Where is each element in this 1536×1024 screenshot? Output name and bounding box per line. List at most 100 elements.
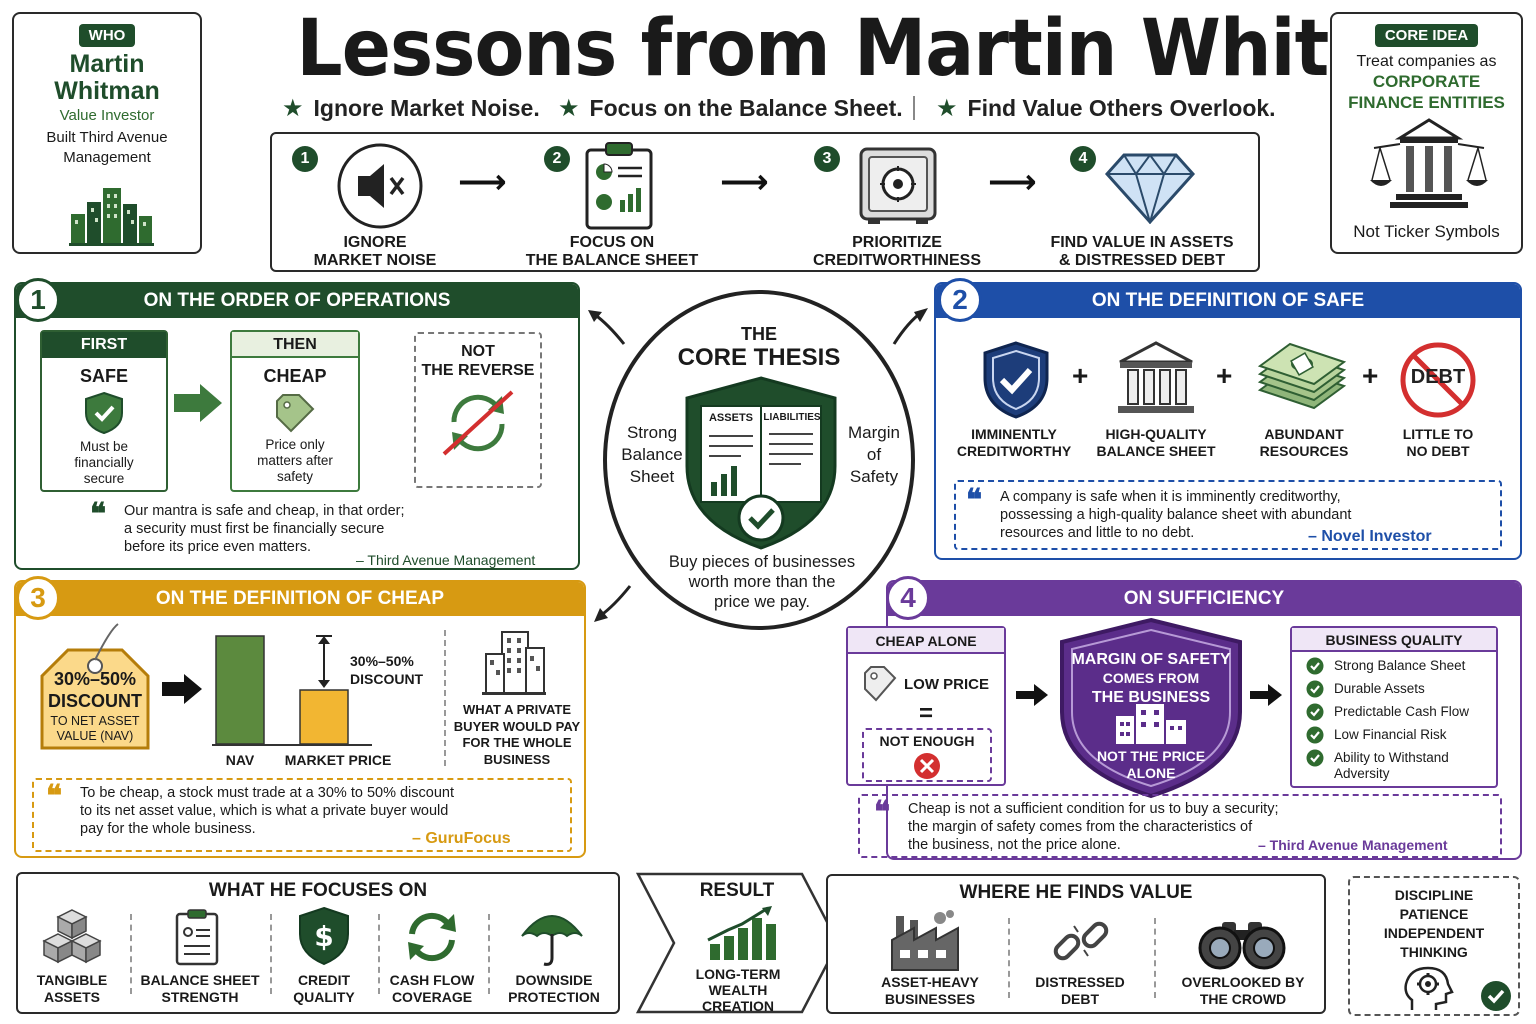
star-icon: ★ — [282, 95, 304, 122]
arrow-right-icon — [1016, 684, 1048, 706]
page-title: Lessons from Martin Whitman — [296, 4, 1502, 94]
bank-building-icon — [1118, 341, 1194, 413]
focuses-title: WHAT HE FOCUSES ON — [208, 880, 428, 901]
section-2-quote: A company is safe when it is imminently … — [1000, 489, 1352, 541]
section-order-of-operations: ON THE ORDER OF OPERATIONS FIRST SAFE Mu… — [14, 282, 580, 570]
who-desc: Built Third Avenue Management — [46, 129, 168, 166]
section-1-quote: Our mantra is safe and cheap, in that or… — [124, 503, 405, 555]
discount-tag-text: 30%–50% DISCOUNT — [48, 669, 142, 711]
section-2-quote-box — [954, 480, 1502, 550]
result-title: RESULT — [699, 880, 775, 901]
core-idea-card: CORE IDEA Treat companies as CORPORATE F… — [1330, 12, 1523, 254]
core-thesis-title: CORE THESIS — [677, 344, 841, 371]
section-3-quote-box — [32, 778, 572, 852]
core-idea-footer: Not Ticker Symbols — [1353, 222, 1500, 241]
quality-list-item: Low Financial Risk — [1306, 726, 1496, 744]
step-number-1: 1 — [292, 146, 318, 172]
core-thesis-the: THE — [741, 324, 777, 344]
star-icon: ★ — [558, 95, 580, 122]
safe-icon — [859, 147, 937, 224]
section-1-source: – Third Avenue Management — [356, 552, 536, 568]
money-stack-icon — [1257, 342, 1347, 410]
safe-item-4: LITTLE TO NO DEBT — [1402, 426, 1474, 459]
who-badge: WHO — [78, 24, 136, 47]
safe-item-3: ABUNDANT RESOURCES — [1259, 426, 1349, 459]
section-2-title: ON THE DEFINITION OF SAFE — [936, 284, 1520, 318]
bar-label-market-price: MARKET PRICE — [284, 752, 392, 768]
then-cheap-card: THEN CHEAP Price only matters after safe… — [230, 330, 360, 492]
arrow-right-icon: ⟶ — [458, 163, 507, 201]
discipline-text: DISCIPLINE PATIENCE INDEPENDENT THINKING — [1383, 887, 1485, 960]
finds-title: WHERE HE FINDS VALUE — [959, 882, 1193, 903]
who-name: Martin Whitman — [54, 50, 160, 105]
debt-word: DEBT — [1410, 366, 1466, 388]
safe-item-2: HIGH-QUALITY BALANCE SHEET — [1096, 426, 1216, 459]
quote-icon: ❝ — [90, 497, 107, 532]
result-text: LONG-TERM WEALTH CREATION — [695, 966, 781, 1014]
private-buyer-label: WHAT A PRIVATE BUYER WOULD PAY FOR THE W… — [453, 702, 581, 767]
shield-dollar-icon: $ — [299, 906, 349, 966]
check-circle-icon — [1306, 749, 1324, 767]
tagline-1: ★Ignore Market Noise. — [282, 95, 540, 122]
core-thesis-statement: Buy pieces of businesses worth more than… — [668, 553, 856, 611]
core-thesis-right-label: Margin of Safety — [848, 423, 900, 486]
tagline-divider — [913, 96, 915, 120]
city-buildings-icon — [69, 188, 154, 246]
check-circle-icon — [1306, 680, 1324, 698]
nav-vs-market-price-bars — [212, 635, 372, 746]
bar-market-price — [299, 689, 349, 745]
bar-label-nav: NAV — [225, 752, 255, 768]
who-role: Value Investor — [59, 107, 155, 124]
plus-sign: + — [1216, 360, 1233, 391]
ledger-liabilities-label: LIABILITIES — [763, 412, 821, 423]
shield-check-icon — [983, 341, 1049, 419]
equals-sign: = — [918, 700, 933, 727]
section-4-title: ON SUFFICIENCY — [888, 582, 1520, 616]
quality-list-item: Predictable Cash Flow — [1306, 703, 1496, 721]
section-4-quote-box — [858, 794, 1502, 858]
quote-icon: ❝ — [966, 483, 983, 518]
core-thesis-circle: THE CORE THESIS Strong Balance Sheet Mar… — [603, 290, 915, 630]
price-tag-icon — [864, 666, 897, 702]
section-4-source: – Third Avenue Management — [1258, 837, 1448, 853]
not-enough-box: NOT ENOUGH — [862, 728, 992, 782]
low-price-label: LOW PRICE — [904, 676, 989, 693]
discipline-card: DISCIPLINE PATIENCE INDEPENDENT THINKING — [1348, 876, 1520, 1016]
office-building-icon — [482, 631, 546, 695]
arrow-right-icon — [1250, 684, 1282, 706]
mute-speaker-icon — [337, 143, 423, 229]
arrow-right-icon: ⟶ — [988, 163, 1037, 201]
step-number-3: 3 — [814, 146, 840, 172]
ledger-assets-label: ASSETS — [708, 412, 753, 424]
clipboard-chart-icon — [585, 142, 653, 230]
step-number-2: 2 — [544, 146, 570, 172]
section-3-number: 3 — [16, 576, 60, 620]
first-safe-card: FIRST SAFE Must be financially secure — [40, 330, 168, 492]
shield-text-top: MARGIN OF SAFETY COMES FROM THE BUSINESS — [1071, 651, 1231, 706]
scales-of-justice-icon — [1370, 118, 1488, 208]
section-4-quote: Cheap is not a sufficient condition for … — [908, 801, 1279, 853]
step-number-4: 4 — [1070, 146, 1096, 172]
cubes-icon — [42, 909, 102, 964]
core-idea-emphasis: CORPORATE FINANCE ENTITIES — [1348, 72, 1505, 112]
clipboard-icon — [175, 909, 219, 966]
who-card: WHO Martin Whitman Value Investor Built … — [12, 12, 202, 254]
binoculars-icon — [1198, 922, 1286, 970]
step-label-2: FOCUS ON THE BALANCE SHEET — [525, 234, 699, 269]
bar-nav — [215, 635, 265, 745]
core-idea-badge: CORE IDEA — [1374, 24, 1479, 47]
arrow-right-icon — [162, 674, 202, 704]
step-label-1: IGNORE MARKET NOISE — [313, 234, 437, 269]
section-definition-of-safe: ON THE DEFINITION OF SAFE IMMINENTLY CRE… — [934, 282, 1522, 560]
check-circle-icon — [1481, 981, 1511, 1011]
